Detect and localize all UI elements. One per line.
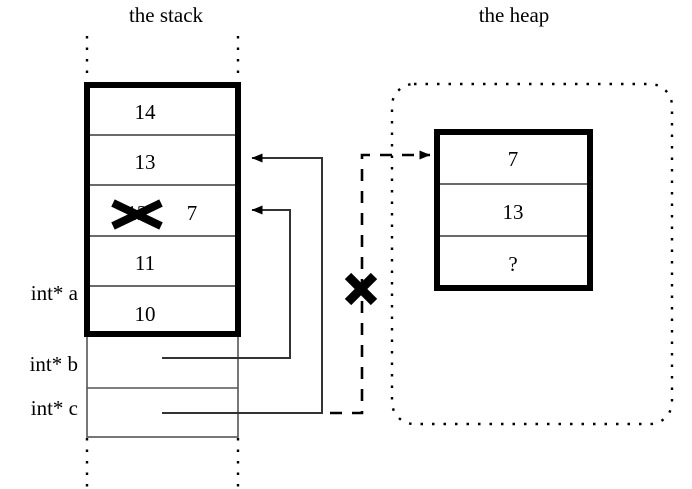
pointer-line-c-to-heap	[330, 150, 431, 415]
variable-label-c: int* c	[31, 396, 78, 420]
heap-cell-value-0: 7	[508, 147, 519, 171]
stack-cell-value-0: 14	[135, 100, 157, 124]
broken-link-x-icon	[344, 272, 378, 306]
struck-value-x-icon	[111, 199, 163, 230]
variable-label-a: int* a	[31, 281, 79, 305]
pointer-line-a-to-cell-13	[162, 153, 323, 414]
variable-label-b: int* b	[30, 352, 78, 376]
stack-cell-value-2-new: 7	[187, 201, 198, 225]
stack-cell-value-3: 11	[135, 251, 155, 275]
stack-title: the stack	[129, 3, 204, 27]
heap-block-box	[434, 129, 593, 291]
heap-cell-value-1: 13	[503, 200, 524, 224]
stack-cell-value-4: 10	[135, 302, 156, 326]
pointer-line-b-to-cell-12	[162, 205, 291, 359]
stack-cell-value-1: 13	[135, 150, 156, 174]
heap-cell-value-2: ?	[508, 252, 517, 276]
stack-variable-region	[86, 333, 239, 438]
stack-frame-box	[84, 82, 241, 337]
heap-title: the heap	[479, 3, 550, 27]
